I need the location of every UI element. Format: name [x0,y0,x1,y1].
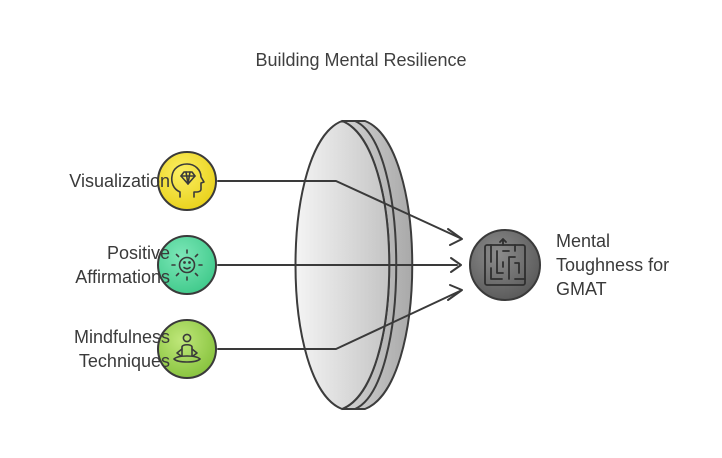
diagram-title: Building Mental Resilience [255,50,467,70]
maze-icon [484,238,526,286]
diamond-head-icon [170,163,205,198]
arrowhead-bottom [447,284,463,301]
sun-smile-icon [171,249,203,281]
mindfulness-label: Mindfulness Techniques [73,327,170,371]
connector-visualization [217,180,461,239]
connector-mindfulness [217,290,461,350]
output-label: Mental Toughness for GMAT [556,231,670,299]
output-node [469,229,541,301]
affirmations-node [157,235,217,295]
affirmations-label: Positive Affirmations [75,243,170,287]
meditation-icon [173,333,201,363]
visualization-label: Visualization [69,171,170,191]
arrowhead-middle [450,257,462,273]
visualization-node [157,151,217,211]
arrowhead-top [447,228,463,246]
mindfulness-node [157,319,217,379]
